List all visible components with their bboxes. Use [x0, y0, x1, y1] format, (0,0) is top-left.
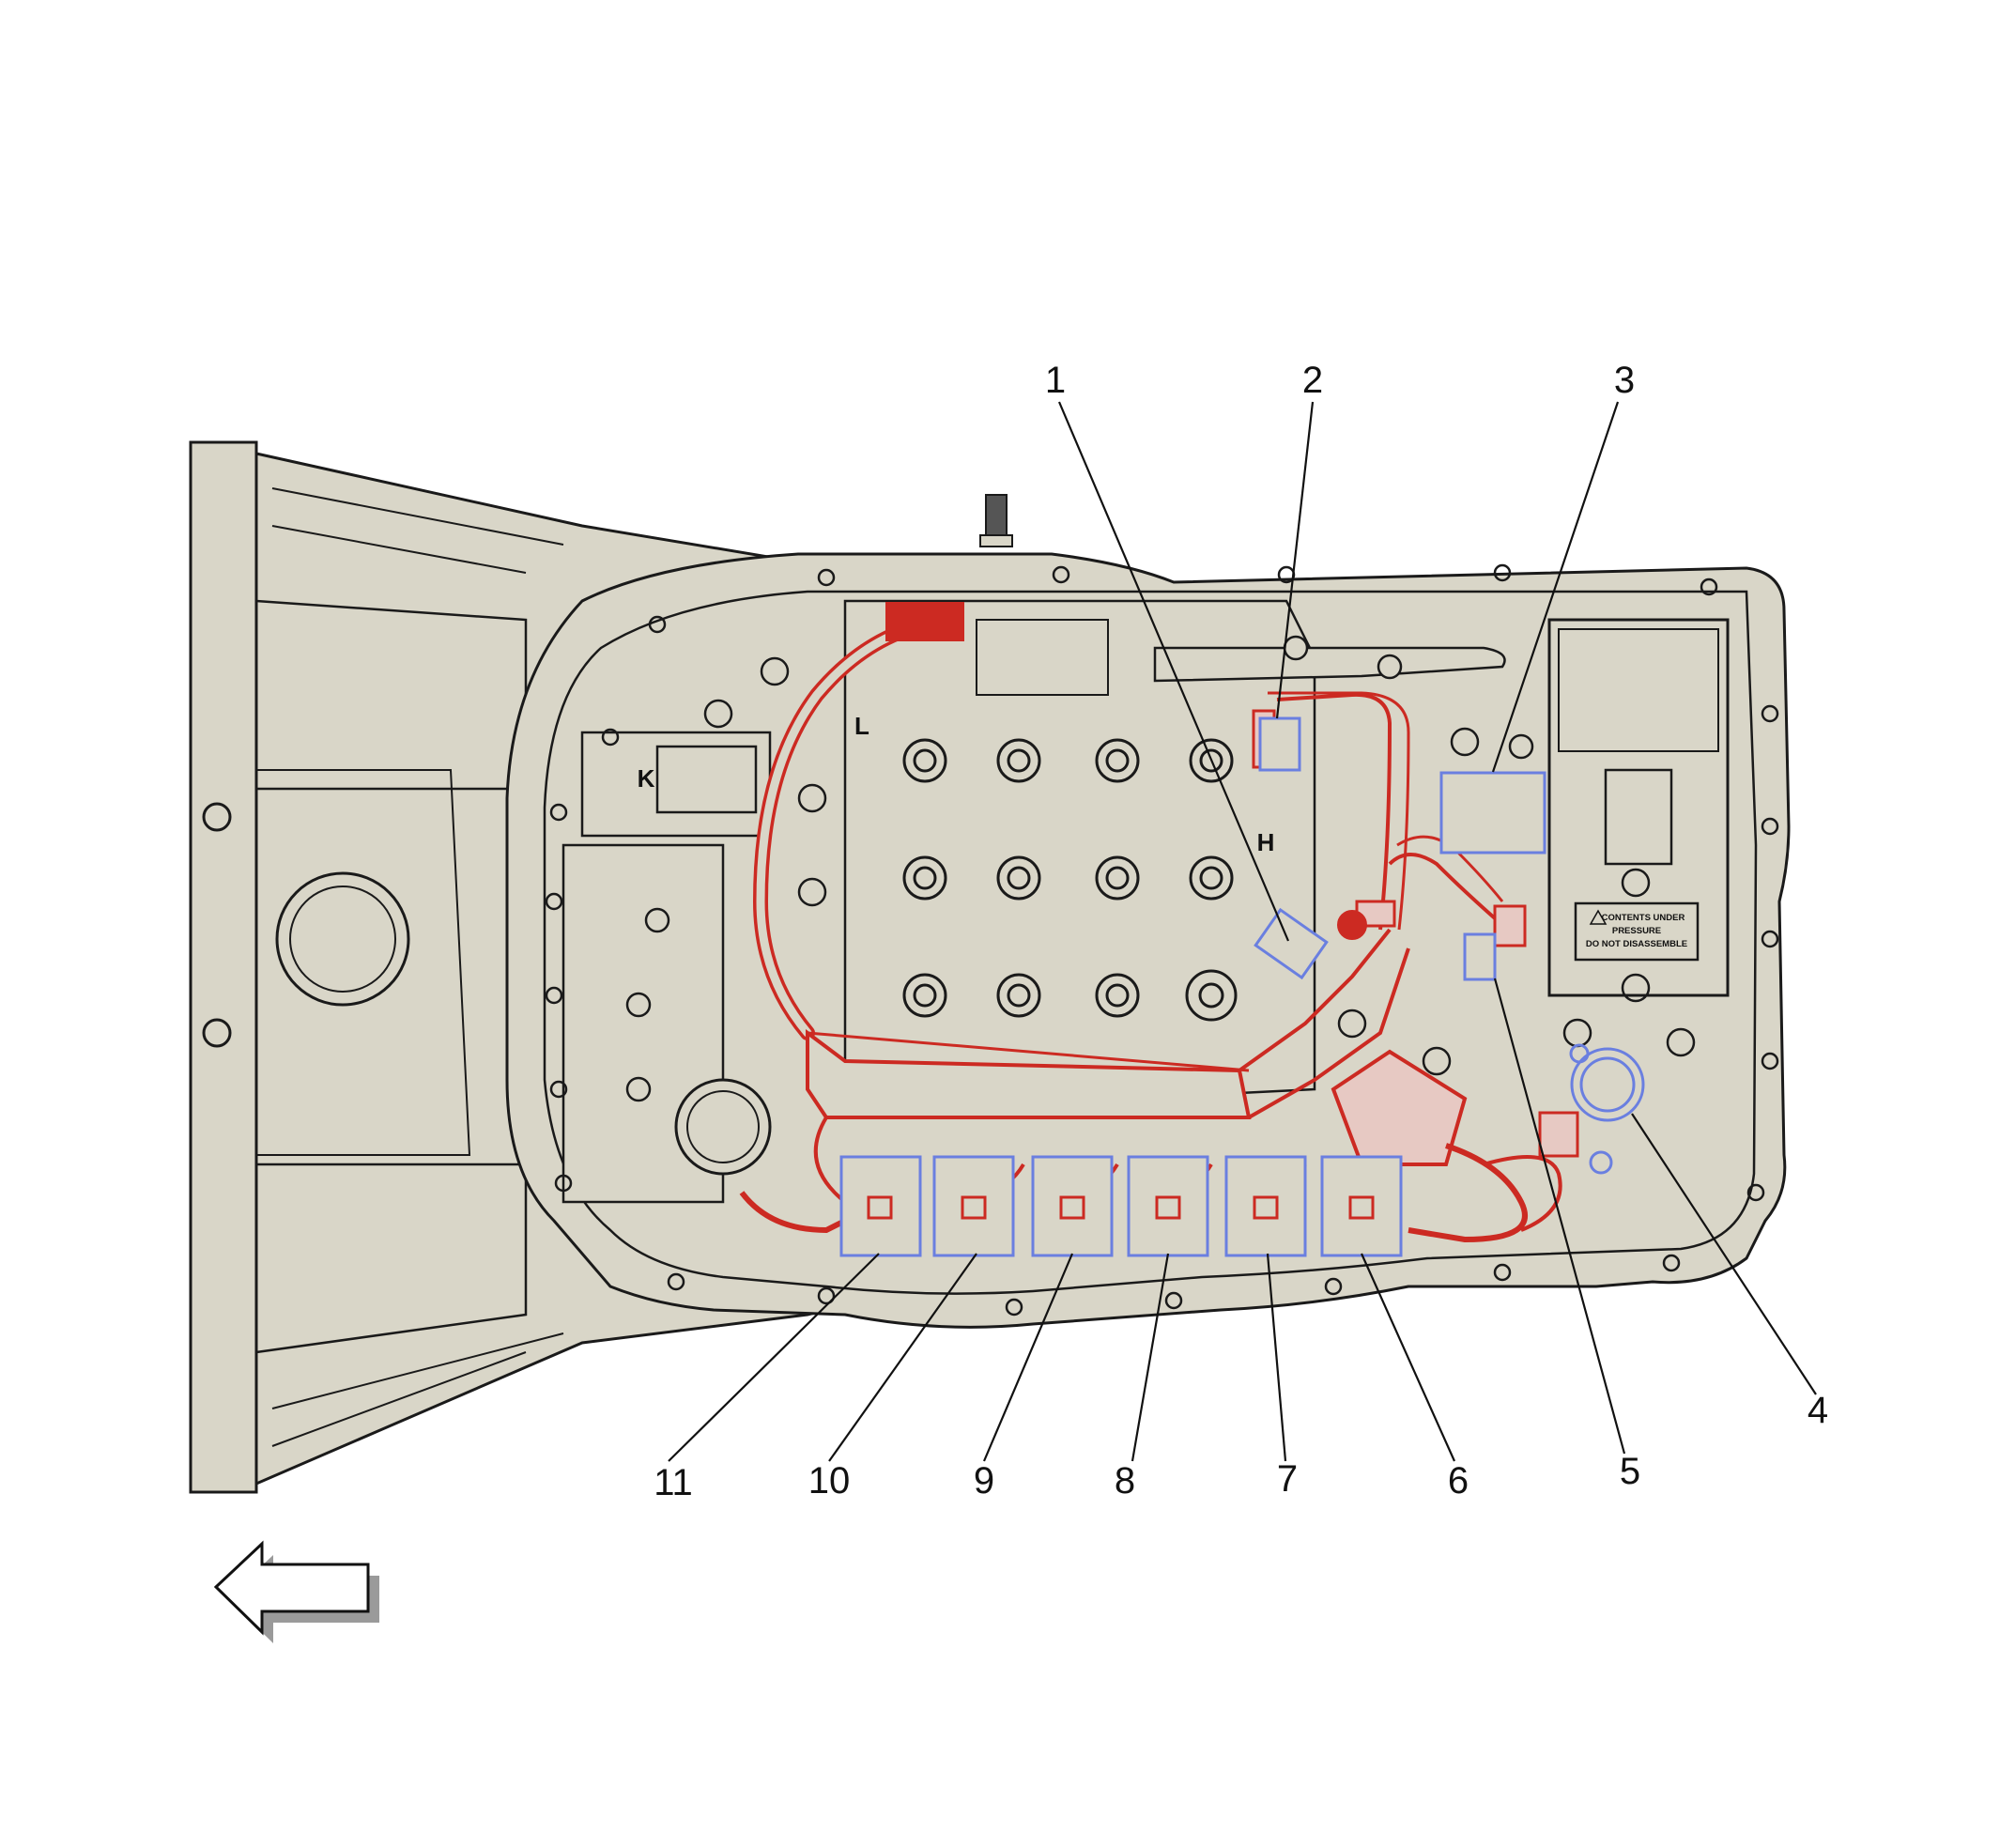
mark-h: H: [1257, 828, 1275, 856]
warning-label: CONTENTS UNDER PRESSURE DO NOT DISASSEMB…: [1586, 909, 1687, 949]
callout-8: 8: [1115, 1460, 1135, 1502]
callout-9: 9: [974, 1460, 994, 1502]
warning-line-3: DO NOT DISASSEMBLE: [1586, 939, 1687, 949]
callout-numbers: 1 2 3 4 5 6 7 8 9 10 11: [654, 360, 1828, 1503]
callout-11: 11: [654, 1462, 693, 1503]
callout-4: 4: [1808, 1390, 1828, 1431]
callout-6: 6: [1448, 1460, 1469, 1502]
callout-10: 10: [808, 1460, 851, 1502]
callout-5: 5: [1620, 1451, 1640, 1492]
left-arrow-icon: [213, 1540, 379, 1643]
warning-line-1: CONTENTS UNDER: [1602, 913, 1685, 923]
mark-k: K: [638, 764, 655, 793]
callout-1: 1: [1045, 360, 1066, 401]
callout-leaders: [668, 401, 1817, 1462]
callout-2: 2: [1302, 360, 1323, 401]
valve-body-marks: K L H: [638, 712, 1275, 856]
solenoid-connectors: [839, 716, 1645, 1257]
mark-l: L: [854, 712, 869, 740]
warning-triangle-icon: [1589, 909, 1608, 925]
callout-7: 7: [1277, 1458, 1298, 1500]
callout-3: 3: [1614, 360, 1635, 401]
warning-line-2: PRESSURE: [1612, 926, 1661, 936]
